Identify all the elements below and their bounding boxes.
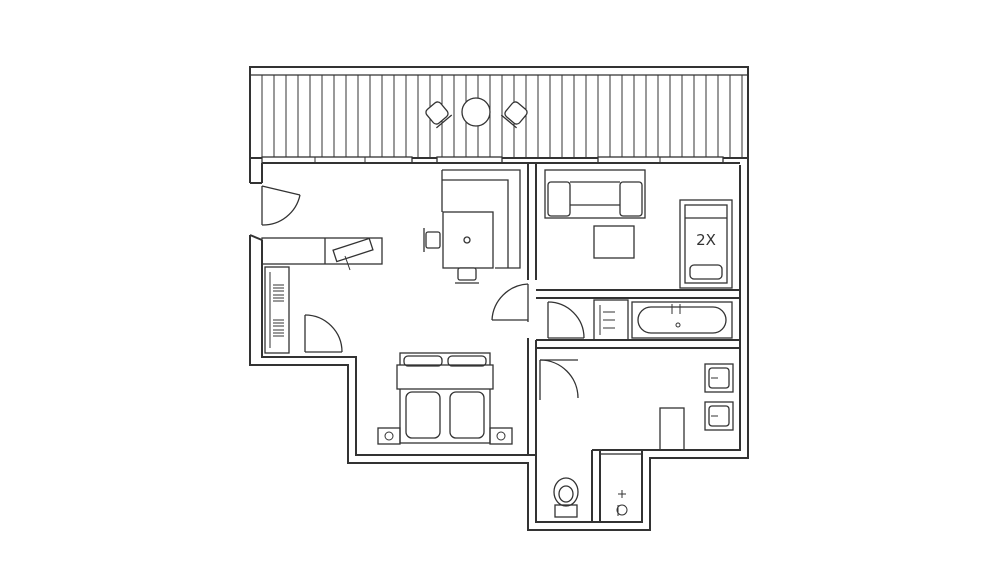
chair-bottom [455,267,479,284]
terrace-outline [249,66,749,159]
pillow [447,355,487,367]
sink-lower [704,401,734,431]
sofa [544,169,646,219]
desk-counter [261,237,383,271]
outer-walls [249,158,749,531]
terrace-furniture [425,97,528,129]
entry-door [261,185,301,226]
terrace-slats [261,75,743,158]
round-table [461,97,491,127]
terrace [249,66,749,159]
bunk-bed-label: 2X [696,231,716,249]
hanger-marks [273,284,284,337]
bedroom-door [304,314,343,353]
living-room [261,169,521,354]
pillow [403,355,443,367]
wardrobe [264,266,290,354]
chair-left [423,228,441,252]
coffee-table [593,225,635,259]
doors [261,185,585,400]
table-lamp-icon [463,236,471,244]
dining-table [442,211,494,269]
bathroom [593,299,733,341]
terrace-chair-left [425,101,453,129]
toilet [553,477,579,518]
sink-upper [704,363,734,393]
nightstand-left [377,427,401,445]
wc-door [539,359,579,400]
pillow [689,264,723,280]
shower [599,453,643,523]
bunk-bed: 2X [679,199,733,289]
double-bed [396,352,494,444]
bathtub [631,301,733,339]
nightstand-right [489,427,513,445]
bed-blanket [396,364,494,390]
cabinet [659,407,685,451]
bedroom [377,352,513,445]
living-right-door [491,283,529,322]
wc-room [553,363,734,523]
vanity [593,299,629,341]
interior-walls [527,163,740,522]
terrace-chair-right [500,101,528,129]
bathroom-door [547,301,585,339]
second-bedroom: 2X [544,169,733,289]
corner-sofa [441,169,521,269]
